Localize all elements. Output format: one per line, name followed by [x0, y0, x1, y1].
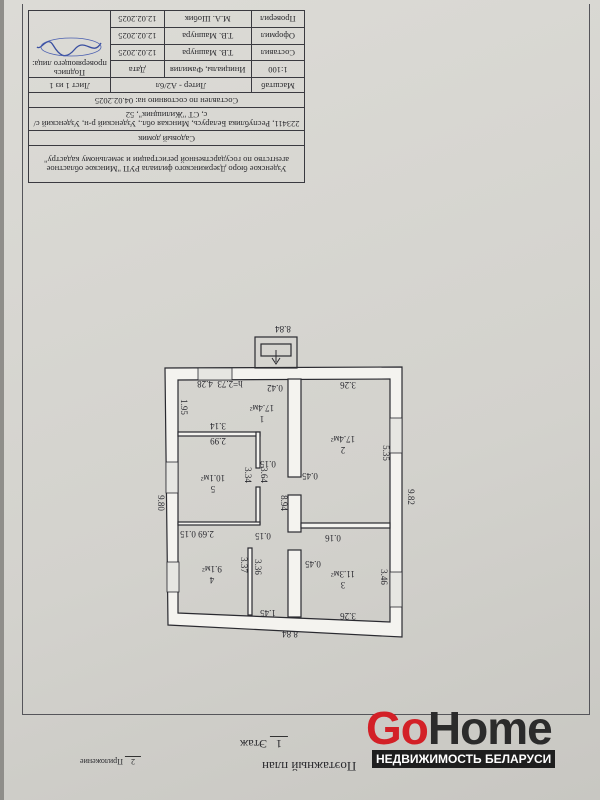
wall: [287, 549, 302, 618]
room-label: 4: [209, 575, 214, 585]
wall: [255, 431, 261, 469]
gohome-watermark: GoHome НЕДВИЖИМОСТЬ БЕЛАРУСИ: [366, 705, 556, 768]
wall: [177, 431, 261, 437]
window: [389, 571, 403, 608]
dimension-label: 0.15: [260, 459, 276, 469]
room-label: 11.3м²: [331, 569, 355, 579]
window: [389, 417, 403, 454]
dimension-label: 1.45: [260, 608, 276, 618]
dimension-label: 3.37: [239, 557, 249, 573]
dimension-label: h=2.73: [217, 379, 243, 389]
floor-label: 1 Этаж: [240, 736, 288, 751]
dimension-label: 2.99: [210, 436, 226, 446]
dimension-label: 8.84: [275, 324, 291, 334]
floor-number: 1: [269, 736, 288, 751]
dimension-label: 3.14: [210, 421, 226, 431]
room-label: 17.4м²: [250, 403, 274, 413]
window: [166, 561, 180, 593]
dimension-label: 8.84: [282, 629, 298, 639]
logo-tagline: НЕДВИЖИМОСТЬ БЕЛАРУСИ: [372, 750, 556, 768]
plan-title: Поэтажный план: [262, 759, 357, 774]
dimension-label: 3.26: [340, 380, 356, 390]
logo-go: Go: [366, 702, 429, 754]
dimension-label: 0.42: [267, 383, 283, 393]
signature-stamp: [36, 37, 102, 57]
room-label: 9.1м²: [202, 564, 222, 574]
dimension-label: 3.64: [259, 467, 269, 483]
logo-word: GoHome: [366, 705, 556, 751]
dimension-label: 0.15: [180, 529, 196, 539]
dimension-label: 8.94: [279, 495, 289, 511]
wall: [177, 521, 261, 526]
dimension-label: 0.45: [305, 559, 321, 569]
wall: [300, 522, 391, 529]
dimension-label: 3.26: [340, 611, 356, 621]
dimension-label: 3.36: [253, 559, 263, 575]
dimension-label: 1.95: [179, 399, 189, 415]
document-sheet: [4, 0, 600, 800]
room-label: 2: [341, 445, 346, 455]
dimension-label: 9.80: [156, 495, 166, 511]
walls: [164, 336, 403, 638]
dimension-label: 2.69: [198, 529, 214, 539]
room-label: 1: [260, 414, 265, 424]
dimension-label: 0.45: [302, 471, 318, 481]
dimension-label: 5.35: [381, 445, 391, 461]
wall: [287, 378, 302, 478]
page-frame: [22, 4, 590, 715]
wall: [247, 547, 253, 616]
wall: [255, 486, 261, 525]
appendix: 2 Приложение: [80, 756, 141, 766]
appendix-text: Приложение: [80, 757, 123, 766]
dimension-label: 0.16: [325, 533, 341, 543]
outer-wall: [164, 366, 403, 638]
window: [165, 461, 179, 494]
dimension-label: 4.28: [197, 379, 213, 389]
floor-text: Этаж: [240, 737, 267, 751]
room-label: 10.1м²: [201, 473, 225, 483]
signature-cell: Подпись проверяющего лица:: [28, 10, 111, 78]
dimension-label: 0.15: [255, 531, 271, 541]
porch: [254, 336, 298, 369]
window: [197, 367, 233, 381]
room-label: 3: [340, 580, 345, 590]
dimension-label: 3.46: [379, 569, 389, 585]
wall: [287, 494, 302, 533]
windows: [165, 367, 403, 608]
title-block: Узденское бюро Дзержинского филиала РУП …: [28, 10, 305, 183]
logo-home: Home: [427, 702, 553, 754]
dimension-label: 9.82: [406, 489, 416, 505]
entry-arrow-icon: [271, 350, 281, 365]
appendix-number: 2: [124, 756, 141, 766]
room-label: 5: [210, 484, 215, 494]
dimension-label: 3.34: [243, 467, 253, 483]
room-label: 17.4м²: [331, 434, 355, 444]
